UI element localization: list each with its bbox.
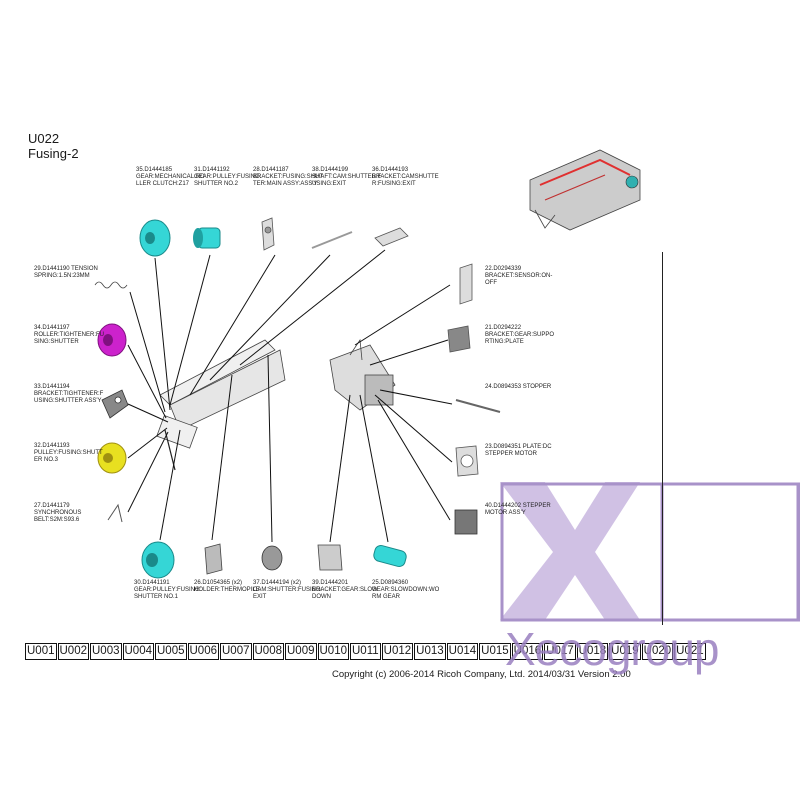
part-label-31: 31.D1441192 GEAR:PULLEY:FUSING:SHUTTER N… [194, 167, 262, 187]
page-link-u001[interactable]: U001 [25, 643, 57, 660]
page-link-u021[interactable]: U021 [674, 643, 706, 660]
part-label-32: 32.D1441193 PULLEY:FUSING:SHUTTER NO.3 [34, 443, 103, 463]
part-23-plate-icon [455, 445, 479, 477]
page-code: U022 [28, 131, 60, 146]
part-21-bracket-icon [447, 325, 471, 353]
part-label-30: 30.D1441191 GEAR:PULLEY:FUSING:SHUTTER N… [134, 580, 202, 600]
page-link-u015[interactable]: U015 [479, 643, 511, 660]
part-label-23: 23.D0894351 PLATE:DC STEPPER MOTOR [485, 444, 552, 457]
leader-lines [127, 249, 453, 543]
part-38-shaft-icon [311, 231, 353, 249]
part-36-bracket-icon [374, 227, 409, 247]
part-31-gear-icon [193, 227, 221, 249]
part-label-27: 27.D1441179 SYNCHRONOUS BELT:S2M:S93.6 [34, 503, 82, 523]
page-link-u017[interactable]: U017 [544, 643, 576, 660]
part-22-bracket-icon [459, 263, 473, 305]
page-nav-bar: U001 U002 U003 U004 U005 U006 U007 U008 … [25, 643, 707, 660]
part-label-25: 25.D0894360 GEAR:SLOWDOWN:WORM GEAR [372, 580, 440, 600]
page-link-u005[interactable]: U005 [155, 643, 187, 660]
part-25-worm-gear-icon [373, 544, 407, 568]
part-label-36: 36.D1444193 BRACKET:CAMSHUTTER:FUSING:EX… [372, 167, 439, 187]
part-24-stopper-icon [455, 399, 501, 413]
page-link-u012[interactable]: U012 [381, 643, 414, 660]
part-label-24: 24.D0894353 STOPPER [485, 384, 552, 390]
part-29-spring-icon [94, 281, 128, 289]
page-link-u010[interactable]: U010 [317, 643, 349, 660]
page-link-u009[interactable]: U009 [285, 643, 317, 660]
part-label-35: 35.D1444185 GEAR:MECHANICAL:ROLLER CLUTC… [136, 167, 205, 187]
page-link-u004[interactable]: U004 [122, 643, 154, 660]
part-label-21: 21.D0294222 BRACKET:GEAR:SUPPORTING:PLAT… [485, 325, 555, 345]
part-label-40: 40.D1444202 STEPPER MOTOR ASS'Y [485, 503, 551, 516]
part-39-bracket-icon [317, 544, 343, 571]
part-33-bracket-icon [101, 389, 129, 419]
part-label-26: 26.D1054365 (x2) HOLDER:THERMOPILE [194, 580, 260, 593]
part-40-motor-icon [454, 509, 478, 535]
part-label-33: 33.D1441194 BRACKET:TIGHTENER:FUSING:SHU… [34, 384, 104, 404]
part-label-37: 37.D1444194 (x2) CAM:SHUTTER:FUSING:EXIT [253, 580, 323, 600]
divider-line [662, 252, 663, 625]
part-26-holder-icon [204, 543, 223, 575]
part-label-29: 29.D1441190 TENSION SPRING:1.5N:23MM [34, 266, 98, 279]
part-34-roller-icon [97, 323, 127, 357]
page-link-u003[interactable]: U003 [90, 643, 122, 660]
page-link-u008[interactable]: U008 [252, 643, 284, 660]
page-link-u014[interactable]: U014 [446, 643, 479, 660]
page-link-u013[interactable]: U013 [414, 643, 446, 660]
part-27-belt-icon [107, 503, 123, 523]
page-link-u007[interactable]: U007 [220, 643, 252, 660]
part-label-34: 34.D1441197 ROLLER:TIGHTENER:FUSING:SHUT… [34, 325, 105, 345]
watermark-text: Xecogroup [505, 623, 719, 675]
shutter-frame-assembly [156, 338, 396, 449]
part-label-22: 22.D0294339 BRACKET:SENSOR:ON-OFF [485, 266, 553, 286]
part-32-pulley-icon [97, 442, 127, 474]
fusing-unit-thumbnail [529, 149, 641, 231]
page-link-u011[interactable]: U011 [350, 643, 381, 660]
page-link-u006[interactable]: U006 [187, 643, 219, 660]
part-37-cam-icon [261, 545, 283, 571]
page-link-u019[interactable]: U019 [609, 643, 641, 660]
page-link-u020[interactable]: U020 [641, 643, 674, 660]
part-35-gear-icon [139, 219, 171, 257]
part-28-bracket-icon [261, 217, 275, 251]
page-link-u002[interactable]: U002 [57, 643, 89, 660]
page-title: Fusing-2 [28, 146, 79, 161]
page-link-u018[interactable]: U018 [576, 643, 609, 660]
part-30-gear-icon [141, 541, 175, 579]
part-label-38: 38.D1444199 SHAFT:CAM:SHUTTER:FUSING:EXI… [312, 167, 382, 187]
part-label-39: 39.D1444201 BRACKET:GEAR:SLOW DOWN [312, 580, 378, 600]
page-link-u016[interactable]: U016 [511, 643, 544, 660]
part-label-28: 28.D1441187 BRACKET:FUSING:SHUTTER:MAIN … [253, 167, 324, 187]
copyright-text: Copyright (c) 2006-2014 Ricoh Company, L… [332, 669, 631, 680]
